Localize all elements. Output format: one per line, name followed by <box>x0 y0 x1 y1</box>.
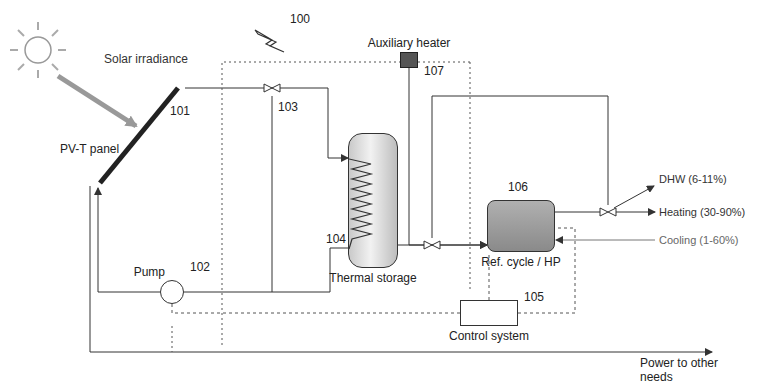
dotted-boundary <box>222 62 470 345</box>
pipe <box>555 212 601 213</box>
power-line <box>90 186 712 352</box>
pipe-connector <box>409 68 487 245</box>
callout-number: 107 <box>424 64 444 78</box>
heat-pump-box: Ref. cycle / HP <box>487 200 555 252</box>
pipe-connector <box>185 88 348 158</box>
callout-number: 100 <box>290 12 310 26</box>
heater-box: Auxiliary heater <box>400 52 418 68</box>
node-label: Pump <box>134 265 165 279</box>
callout-number: 104 <box>326 232 346 246</box>
pump-symbol: Pump <box>160 280 184 304</box>
signal-line <box>172 326 173 352</box>
pvt-panel: PV-T panel <box>60 80 185 188</box>
callout-number: 102 <box>190 260 210 274</box>
storage-tank: Thermal storage <box>348 133 398 268</box>
pipe-connector <box>172 304 460 313</box>
node-label: Control system <box>449 329 529 343</box>
pipe-connector <box>184 248 348 292</box>
valve-symbol <box>264 84 616 249</box>
node-label: Thermal storage <box>329 271 416 285</box>
callout-number: 101 <box>170 104 190 118</box>
sun-symbol <box>10 22 66 78</box>
node-label: PV-T panel <box>60 142 119 156</box>
coil-symbol <box>349 154 389 264</box>
output-arrow <box>615 212 655 213</box>
node-label: Ref. cycle / HP <box>481 255 560 269</box>
output-label: Power to other needs <box>640 356 740 384</box>
control-box: Control system <box>460 300 518 326</box>
panel-shape <box>60 80 185 188</box>
bypass-pipe <box>272 96 273 292</box>
annotation: Solar irradiance <box>104 52 188 66</box>
callout-number: 105 <box>524 290 544 304</box>
callout-number: 103 <box>278 100 298 114</box>
wireless-symbol <box>255 30 284 52</box>
output-label: Cooling (1-60%) <box>659 233 738 247</box>
node-label: Auxiliary heater <box>368 36 451 50</box>
callout-number: 106 <box>508 180 528 194</box>
output-arrow <box>614 186 654 208</box>
output-label: DHW (6-11%) <box>659 172 727 186</box>
irradiance-arrow <box>58 76 136 126</box>
output-arrow <box>556 240 655 241</box>
output-label: Heating (30-90%) <box>659 205 745 219</box>
